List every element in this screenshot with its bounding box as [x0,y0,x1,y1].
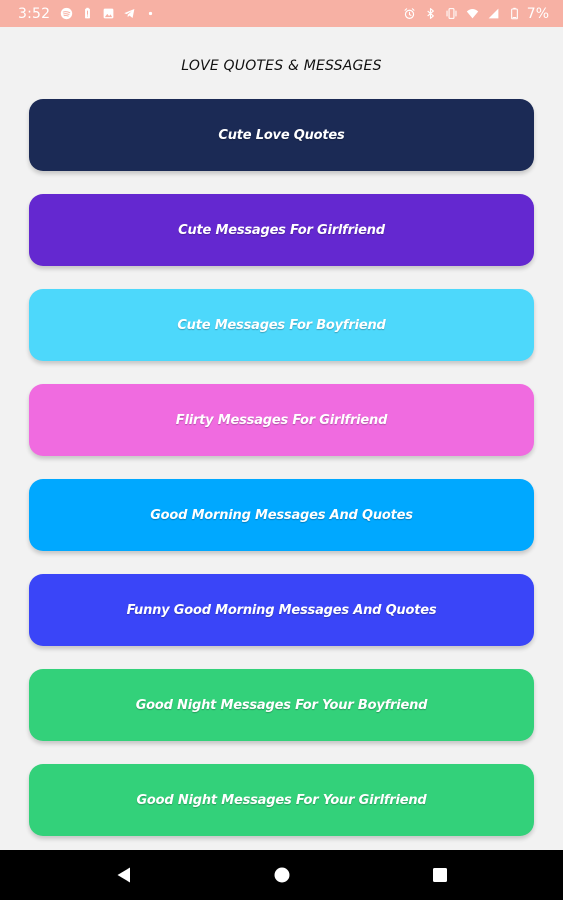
home-icon [274,867,289,883]
funny-good-morning-messages-button[interactable]: Funny Good Morning Messages And Quotes [29,574,534,646]
status-left: 3:52 [18,6,157,22]
good-night-girlfriend-button[interactable]: Good Night Messages For Your Girlfriend [29,764,534,836]
recents-button[interactable] [420,855,460,895]
main-content: LOVE QUOTES & MESSAGES Cute Love Quotes … [0,27,563,850]
cute-messages-girlfriend-button[interactable]: Cute Messages For Girlfriend [29,194,534,266]
good-morning-messages-button[interactable]: Good Morning Messages And Quotes [29,479,534,551]
dot-icon [144,7,157,20]
page-title: LOVE QUOTES & MESSAGES [181,58,382,74]
navigation-bar [0,850,563,900]
status-right: 7% [403,6,549,22]
spotify-icon [60,7,73,20]
status-bar: 3:52 [0,0,563,27]
cute-love-quotes-button[interactable]: Cute Love Quotes [29,99,534,171]
good-night-boyfriend-button[interactable]: Good Night Messages For Your Boyfriend [29,669,534,741]
bluetooth-icon [424,7,437,20]
battery-alert-icon [81,7,94,20]
back-button[interactable] [104,855,144,895]
signal-icon [487,7,500,20]
flirty-messages-girlfriend-button[interactable]: Flirty Messages For Girlfriend [29,384,534,456]
image-icon [102,7,115,20]
back-icon [117,867,130,883]
battery-icon [508,7,521,20]
category-menu: Cute Love Quotes Cute Messages For Girlf… [29,99,534,850]
home-button[interactable] [262,855,302,895]
wifi-icon [466,7,479,20]
cute-messages-boyfriend-button[interactable]: Cute Messages For Boyfriend [29,289,534,361]
battery-percentage: 7% [526,5,549,22]
status-time: 3:52 [18,5,51,22]
telegram-icon [123,7,136,20]
recents-icon [432,868,447,882]
vibrate-icon [445,7,458,20]
alarm-icon [403,7,416,20]
